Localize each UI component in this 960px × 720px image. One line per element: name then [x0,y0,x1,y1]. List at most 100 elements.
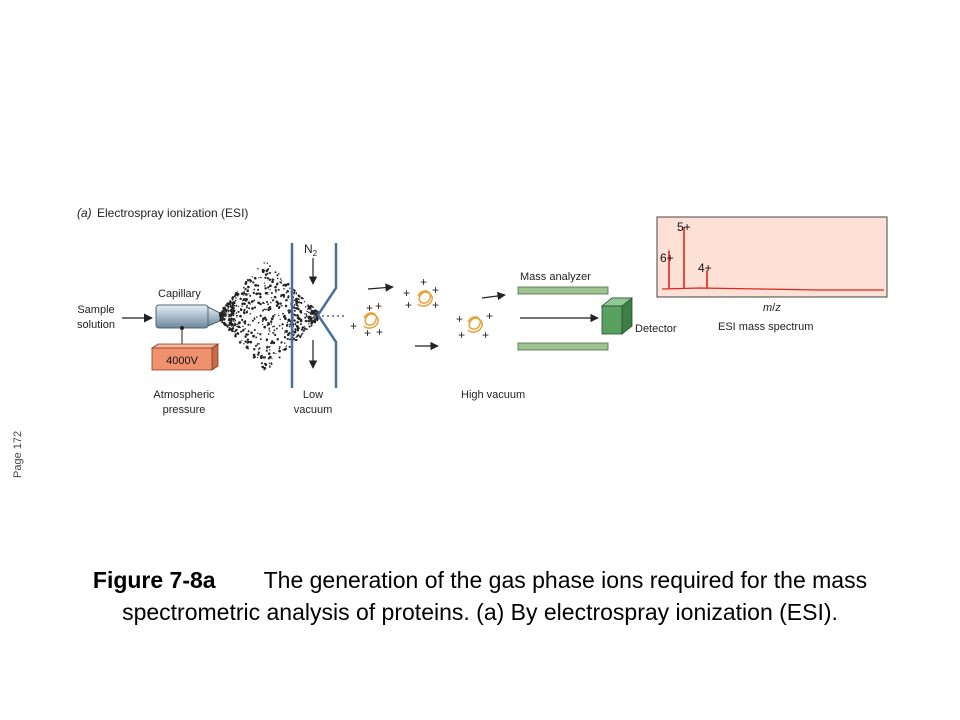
spray-droplet [284,284,287,287]
spray-droplet [262,309,264,312]
spray-droplet [266,277,270,280]
spray-droplet [236,325,238,327]
spray-droplet [300,302,303,305]
spray-droplet [272,341,276,345]
spray-droplet [241,305,243,307]
spray-droplet [243,292,246,295]
spray-droplet [295,336,297,339]
spray-droplet [247,279,250,282]
spray-droplet [239,314,242,318]
spray-droplet [246,310,248,312]
spray-droplet [302,329,305,332]
spray-droplet [262,317,265,321]
spray-droplet [289,287,291,289]
spray-droplet [267,291,269,294]
spray-droplet [274,271,277,274]
spray-droplet [249,313,252,315]
spray-droplet [238,321,241,325]
spray-droplet [280,342,282,344]
spray-droplet [247,301,251,304]
spray-droplet [252,281,255,284]
spray-droplet [267,303,269,306]
spray-droplet [247,285,250,289]
spray-droplet [293,309,296,312]
spray-droplet [225,308,228,312]
spray-droplet [307,319,311,323]
spray-droplet [281,323,284,326]
spray-droplet [283,288,285,290]
svg-text:+: + [482,328,489,342]
spray-droplet [278,314,280,317]
spray-droplet [267,308,270,312]
spray-droplet [304,313,306,315]
spray-droplet [276,274,279,277]
spray-droplet [230,308,232,311]
spray-droplet [274,333,277,337]
spray-droplet [244,320,247,322]
spray-droplet [228,323,232,326]
spray-droplet [268,327,271,330]
spray-droplet [293,292,295,295]
spray-droplet [237,305,240,308]
spray-droplet [230,314,233,317]
spray-droplet [247,330,250,333]
spray-droplet [255,336,258,339]
spray-droplet [286,333,290,337]
spray-droplet [222,316,224,318]
spray-droplet [219,315,222,318]
spray-droplet [289,338,292,341]
spray-droplet [264,276,267,279]
spray-droplet [252,334,255,338]
spray-droplet [236,332,240,335]
spray-droplet [235,314,238,317]
spray-droplet [305,328,308,331]
spray-droplet [234,299,237,302]
spray-droplet [257,351,261,354]
spray-droplet [305,313,307,315]
spray-droplet [246,333,249,336]
spray-droplet [279,318,281,320]
spray-droplet [230,313,232,315]
spray-droplet [272,352,275,354]
spray-droplet [232,325,235,327]
spray-droplet [244,340,247,343]
spray-droplet [269,284,272,288]
spray-droplet [295,329,297,332]
spray-droplet [313,314,315,316]
spray-droplet [274,314,276,316]
spray-droplet [259,338,262,341]
spray-droplet [301,332,304,335]
spray-droplet [239,326,241,329]
spray-droplet [268,345,271,348]
spray-droplet [232,318,235,321]
spray-droplet [262,356,265,359]
spray-droplet [278,356,281,359]
spray-droplet [218,313,222,316]
spray-droplet [246,289,249,293]
spray-droplet [267,333,270,335]
spray-droplet [308,323,310,325]
spray-droplet [276,277,279,280]
spray-droplet [283,315,286,318]
spray-droplet [269,288,271,291]
spray-droplet [269,320,273,323]
spray-droplet [223,307,226,311]
spray-droplet [275,327,278,330]
svg-text:+: + [350,319,357,333]
spray-droplet [293,331,297,334]
spray-droplet [258,277,260,279]
spray-droplet [258,347,261,350]
spray-droplet [300,323,302,326]
atmospheric-label-line1: Atmospheric [153,389,215,401]
spray-droplet [289,323,292,326]
spray-droplet [300,311,302,314]
spray-droplet [261,365,265,369]
spray-droplet [266,345,268,348]
spray-droplet [300,334,303,336]
spray-droplet [232,312,235,315]
spray-droplet [257,332,259,335]
spray-droplet [288,325,291,328]
spray-droplet [242,325,244,328]
spray-droplet [272,331,275,334]
spray-droplet [272,326,274,328]
